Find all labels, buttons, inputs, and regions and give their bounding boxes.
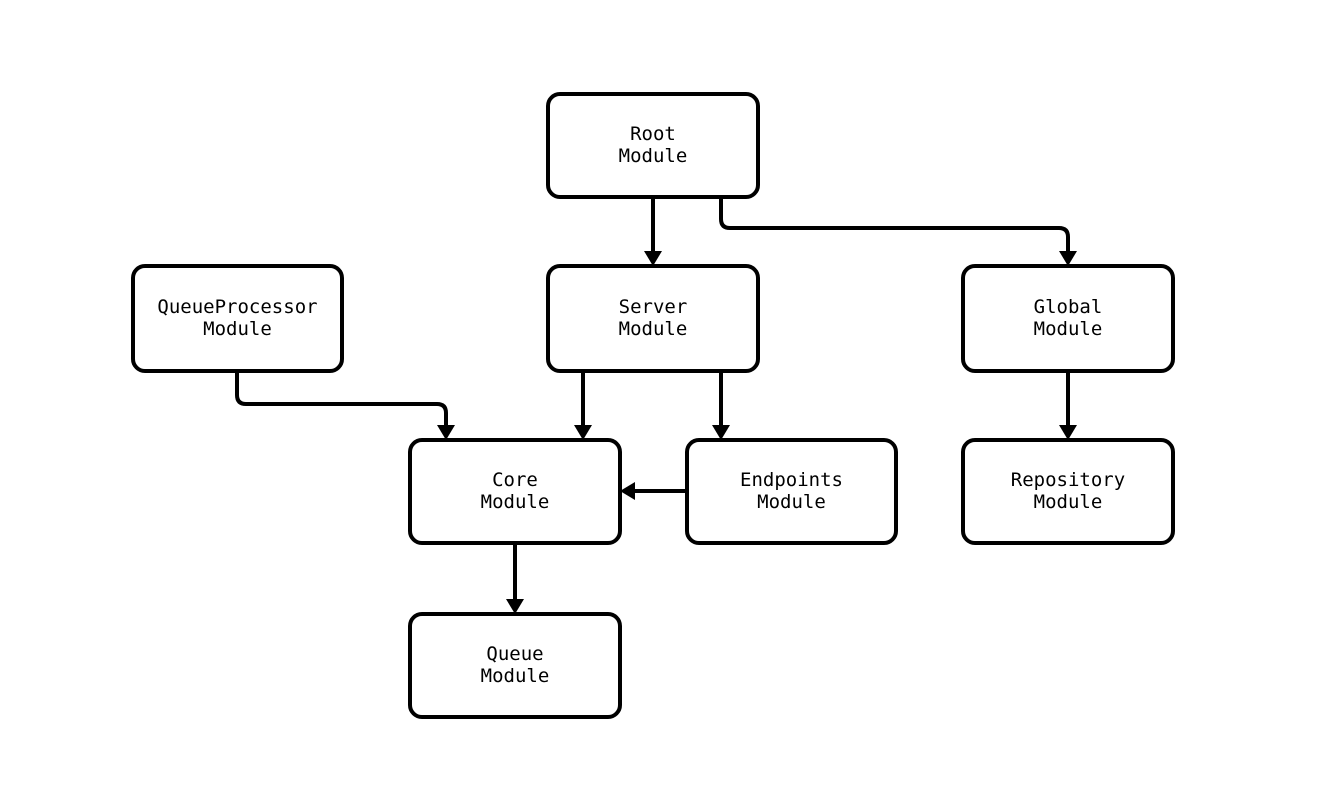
edge-core-to-queue xyxy=(506,543,524,614)
node-box[interactable] xyxy=(131,264,344,373)
node-label-primary: Repository xyxy=(1011,469,1125,491)
arrow-head-icon xyxy=(506,599,524,614)
edge-queueprocessor-to-core xyxy=(235,371,455,440)
edge-line xyxy=(719,197,1070,252)
node-label-secondary: Module xyxy=(757,491,826,513)
arrow-head-icon xyxy=(620,482,635,500)
arrow-head-icon xyxy=(1059,425,1077,440)
node-label-secondary: Module xyxy=(1034,318,1103,340)
node-label-secondary: Module xyxy=(1034,491,1103,513)
arrow-head-icon xyxy=(712,425,730,440)
edge-server-to-endpoints xyxy=(712,371,730,440)
node-box[interactable] xyxy=(546,92,760,199)
edge-root-to-server xyxy=(644,197,662,266)
edge-root-to-global xyxy=(719,197,1077,266)
node-label-primary: Queue xyxy=(486,643,543,665)
node-box[interactable] xyxy=(961,438,1175,545)
node-label-secondary: Module xyxy=(203,318,272,340)
edge-global-to-repository xyxy=(1059,371,1077,440)
node-label-secondary: Module xyxy=(619,145,688,167)
node-box[interactable] xyxy=(961,264,1175,373)
node-label-secondary: Module xyxy=(481,491,550,513)
node-label-primary: Root xyxy=(630,123,676,145)
node-label-primary: QueueProcessor xyxy=(157,296,317,318)
node-layer: RootModuleQueueProcessorModuleServerModu… xyxy=(131,92,1175,719)
node-label-secondary: Module xyxy=(481,665,550,687)
node-label-primary: Server xyxy=(619,296,688,318)
edge-server-to-core xyxy=(574,371,592,440)
node-box[interactable] xyxy=(408,612,622,719)
edge-line xyxy=(235,371,448,426)
arrow-head-icon xyxy=(574,425,592,440)
node-box[interactable] xyxy=(685,438,898,545)
edge-layer xyxy=(235,197,1077,614)
arrow-head-icon xyxy=(644,251,662,266)
edge-endpoints-to-core xyxy=(620,482,687,500)
node-label-primary: Global xyxy=(1034,296,1103,318)
arrow-head-icon xyxy=(1059,251,1077,266)
node-label-secondary: Module xyxy=(619,318,688,340)
node-box[interactable] xyxy=(546,264,760,373)
arrow-head-icon xyxy=(437,425,455,440)
node-box[interactable] xyxy=(408,438,622,545)
node-label-primary: Endpoints xyxy=(740,469,843,491)
node-label-primary: Core xyxy=(492,469,538,491)
